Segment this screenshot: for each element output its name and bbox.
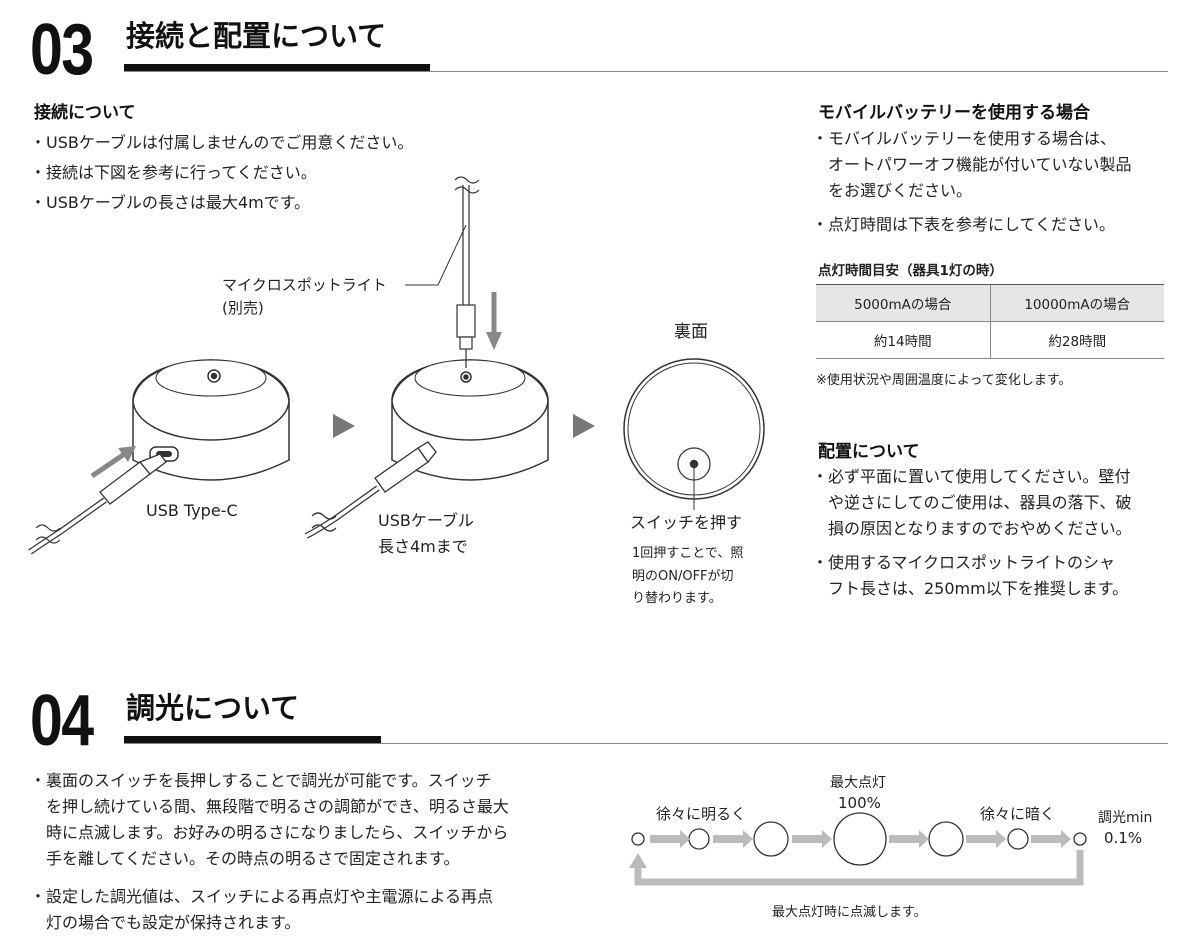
bullet-text: モバイルバッテリーを使用する場合は、	[828, 129, 1117, 148]
bullet-text: 点灯時間は下表を参考にしてください。	[828, 215, 1116, 234]
spotlight-shaft	[454, 176, 480, 368]
flow-arrows	[650, 830, 1071, 848]
gradually-brighter-label: 徐々に明るく	[656, 805, 746, 823]
switch-label: スイッチを押す	[630, 513, 742, 532]
bullet-text: フト長さは、250mm以下を推奨します。	[828, 579, 1129, 598]
section-number-03: 03	[30, 10, 94, 90]
loop-back-arrowhead	[629, 853, 647, 868]
cable-wave-icon	[35, 524, 61, 544]
section-rule-03	[124, 71, 1168, 72]
usb-cable-length-label: 長さ4mまで	[378, 537, 468, 556]
list-item: ・ モバイルバッテリーを使用する場合は、 オートパワーオフ機能が付いていない製品…	[812, 126, 1182, 204]
min-value: 0.1%	[1104, 829, 1142, 847]
min-label: 調光min	[1098, 810, 1152, 826]
section-title-03: 接続と配置について	[126, 19, 387, 53]
table-cell: 約28時間	[989, 321, 1164, 359]
max-label: 最大点灯	[830, 775, 886, 791]
list-item: ・点灯時間は下表を参考にしてください。	[812, 215, 1116, 234]
bullet-text: 灯の場合でも設定が保持されます。	[46, 913, 301, 932]
bullet-text: 時に点滅します。お好みの明るさになりましたら、スイッチから	[46, 823, 509, 842]
brightness-circle-small	[688, 828, 710, 850]
loop-back-arrow	[634, 850, 1084, 886]
bullet-text: 手を離してください。その時点の明るさで固定されます。	[46, 849, 460, 868]
table-header-row: 5000mAの場合 10000mAの場合	[816, 284, 1164, 322]
section-title-04: 調光について	[126, 691, 300, 725]
brightness-circle-max	[833, 812, 887, 866]
usb-cable-plug	[304, 441, 437, 539]
max-value: 100%	[838, 794, 881, 812]
section-bar-04	[124, 736, 381, 743]
brightness-circle-medium	[753, 821, 789, 857]
list-item: ・USBケーブルの長さは最大4mです。	[30, 193, 311, 212]
brightness-circle-min	[631, 832, 645, 846]
spotlight-label: マイクロスポットライト	[222, 276, 387, 294]
dimming-diagram: 徐々に明るく 最大点灯 100% 徐々に暗く 調光min 0.1% 最大点灯時に…	[629, 775, 1152, 920]
connection-diagram: マイクロスポットライト (別売) USB Type-C USBケーブル 長さ4m…	[28, 176, 765, 606]
battery-heading: モバイルバッテリーを使用する場合	[818, 103, 1090, 123]
brightness-circle-small-2	[1007, 828, 1029, 850]
gradually-darker-label: 徐々に暗く	[980, 805, 1055, 823]
device-base-2	[391, 359, 549, 481]
section-number-04: 04	[30, 681, 94, 761]
section-rule-04	[124, 743, 1168, 744]
list-item: ・ 裏面のスイッチを長押しすることで調光が可能です。スイッチ を押し続けている間…	[30, 768, 590, 872]
list-item: ・ 設定した調光値は、スイッチによる再点灯や主電源による再点 灯の場合でも設定が…	[30, 884, 590, 936]
bullet-text: を押し続けている間、無段階で明るさの調節ができ、明るさ最大	[46, 797, 509, 816]
bullet-text: 必ず平面に置いて使用してください。壁付	[828, 467, 1131, 486]
bullet-text: 裏面のスイッチを長押しすることで調光が可能です。スイッチ	[46, 771, 492, 790]
down-arrow	[486, 292, 502, 350]
bullet-text: 損の原因となりますのでおやめください。	[828, 519, 1132, 538]
table-title: 点灯時間目安（器具1灯の時）	[818, 263, 1003, 279]
list-item: ・接続は下図を参考に行ってください。	[30, 163, 317, 182]
table-header-cell: 10000mAの場合	[989, 284, 1164, 322]
bullet-text: USBケーブルは付属しませんのでご用意ください。	[46, 133, 414, 152]
bullet-text: をお選びください。	[828, 181, 973, 200]
section-bar-03	[124, 64, 430, 71]
switch-note-line: 明のON/OFFが切	[632, 569, 734, 584]
placement-bullets: ・ 必ず平面に置いて使用してください。壁付 や逆さにしてのご使用は、器具の落下、…	[812, 464, 1188, 602]
connection-bullets: ・USBケーブルは付属しませんのでご用意ください。 ・接続は下図を参考に行ってく…	[30, 128, 490, 218]
blink-note: 最大点灯時に点滅します。	[772, 905, 927, 920]
table-note: ※使用状況や周囲温度によって変化します。	[816, 373, 1072, 388]
connection-heading: 接続について	[34, 103, 136, 123]
brightness-circle-min-2	[1073, 832, 1087, 846]
lighting-time-table: 5000mAの場合 10000mAの場合 約14時間 約28時間	[816, 284, 1164, 359]
dimming-bullets: ・ 裏面のスイッチを長押しすることで調光が可能です。スイッチ を押し続けている間…	[30, 768, 590, 936]
switch-note-line: 1回押すことで、照	[632, 546, 743, 561]
bullet-text: USBケーブルの長さは最大4mです。	[46, 193, 311, 212]
list-item: ・USBケーブルは付属しませんのでご用意ください。	[30, 133, 414, 152]
back-label: 裏面	[674, 321, 708, 342]
placement-heading: 配置について	[818, 442, 920, 462]
insert-arrow	[90, 446, 136, 479]
spotlight-label-sub: (別売)	[222, 299, 264, 317]
step-arrow-1	[333, 414, 355, 438]
spotlight-leader-line-2	[437, 224, 467, 286]
table-cell: 約14時間	[816, 321, 990, 359]
bullet-text: や逆さにしてのご使用は、器具の落下、破	[828, 493, 1132, 512]
bullet-text: オートパワーオフ機能が付いていない製品	[828, 155, 1132, 174]
bullet-text: 設定した調光値は、スイッチによる再点灯や主電源による再点	[46, 887, 494, 906]
list-item: ・ 使用するマイクロスポットライトのシャ フト長さは、250mm以下を推奨します…	[812, 550, 1188, 602]
bullet-text: 接続は下図を参考に行ってください。	[46, 163, 317, 182]
brightness-circle-medium-2	[928, 821, 964, 857]
usb-type-c-label: USB Type-C	[146, 501, 238, 520]
device-base-1	[132, 359, 290, 481]
usb-c-plug	[28, 453, 167, 555]
usb-cable-label: USBケーブル	[378, 511, 474, 530]
step-arrow-2	[573, 414, 595, 438]
table-header-cell: 5000mAの場合	[816, 284, 990, 322]
bullet-text: 使用するマイクロスポットライトのシャ	[828, 553, 1116, 572]
battery-bullets: ・ モバイルバッテリーを使用する場合は、 オートパワーオフ機能が付いていない製品…	[812, 126, 1182, 238]
switch-note-line: り替わります。	[632, 591, 722, 606]
table-row: 約14時間 約28時間	[816, 321, 1164, 359]
device-back-view	[623, 358, 765, 510]
list-item: ・ 必ず平面に置いて使用してください。壁付 や逆さにしてのご使用は、器具の落下、…	[812, 464, 1188, 542]
